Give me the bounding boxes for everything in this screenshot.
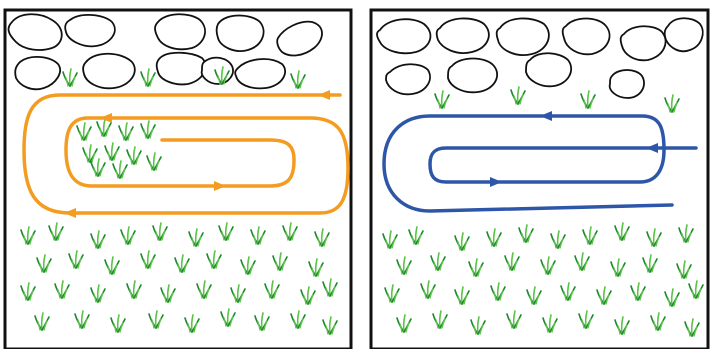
left-panel xyxy=(5,10,351,349)
rock-icon xyxy=(157,53,206,85)
rock-icon xyxy=(497,18,549,55)
rock-icon xyxy=(386,64,430,94)
rock-icon xyxy=(155,14,205,49)
rock-icon xyxy=(526,53,571,86)
right-panel xyxy=(371,10,708,349)
rock-icon xyxy=(217,16,264,52)
rock-icon xyxy=(448,59,497,93)
rock-icon xyxy=(610,70,644,98)
rock-icon xyxy=(437,18,489,53)
rock-icon xyxy=(235,59,285,88)
rock-icon xyxy=(83,54,135,89)
rock-icon xyxy=(621,26,666,60)
rock-icon xyxy=(665,18,703,51)
rock-icon xyxy=(377,19,430,53)
